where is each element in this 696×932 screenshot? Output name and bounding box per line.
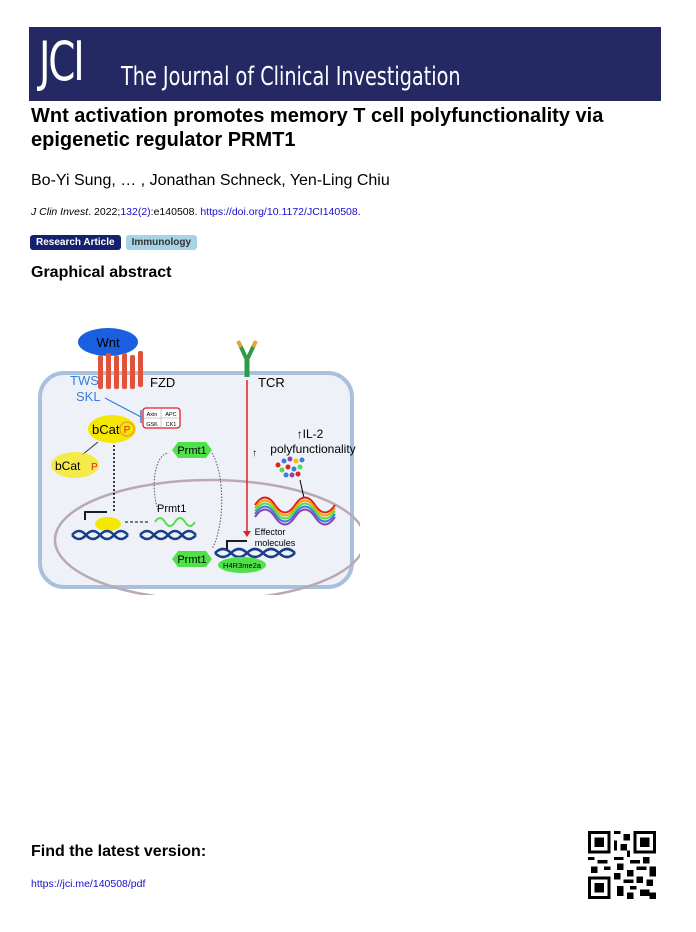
citation-eid: :e140508. bbox=[150, 206, 201, 218]
journal-banner: JCI The Journal of Clinical Investigatio… bbox=[29, 27, 661, 101]
rainbow-dna bbox=[254, 496, 336, 526]
svg-text:Axin: Axin bbox=[147, 412, 158, 418]
jci-logo: JCI bbox=[39, 30, 85, 93]
dna-left bbox=[71, 529, 129, 541]
effector-label: Effector bbox=[255, 527, 286, 537]
wnt-ligand bbox=[78, 328, 138, 356]
dna-prmt1-gene bbox=[139, 529, 197, 541]
prmt1-mrna bbox=[154, 517, 196, 527]
fzd-label: FZD bbox=[150, 375, 175, 390]
bcat-degraded bbox=[51, 452, 99, 478]
svg-text:APC: APC bbox=[165, 412, 176, 418]
graphical-abstract-heading: Graphical abstract bbox=[31, 264, 172, 281]
il2-label: ↑IL-2 bbox=[297, 427, 324, 441]
badge-immunology[interactable]: Immunology bbox=[125, 235, 198, 250]
citation: J Clin Invest. 2022;132(2):e140508. http… bbox=[31, 206, 361, 218]
nucleus bbox=[53, 478, 360, 595]
wnt-label: Wnt bbox=[96, 335, 120, 350]
prmt1-protein-label: Prmt1 bbox=[177, 445, 206, 457]
tcr-receptor bbox=[238, 344, 256, 365]
prmt1-nuclear bbox=[172, 551, 212, 567]
citation-year: . 2022; bbox=[88, 206, 121, 218]
badge-research-article[interactable]: Research Article bbox=[30, 235, 121, 250]
degradation-arrow bbox=[81, 441, 99, 456]
prmt1-protein bbox=[172, 442, 212, 458]
qr-code bbox=[588, 831, 656, 899]
article-title: Wnt activation promotes memory T cell po… bbox=[31, 105, 604, 151]
h4r3me2a-label: H4R3me2a bbox=[223, 561, 262, 570]
h4r3me2a-mark bbox=[218, 557, 266, 573]
citation-end: . bbox=[357, 206, 361, 218]
graphical-abstract-diagram: Wnt FZD TWS SKL Axin APC GSK CK1 bCat P … bbox=[38, 328, 360, 595]
svg-text:CK1: CK1 bbox=[166, 422, 177, 428]
issue-link[interactable]: 132(2) bbox=[120, 206, 151, 218]
svg-text:GSK: GSK bbox=[146, 422, 158, 428]
inhibition-line bbox=[104, 397, 142, 418]
phospho-degraded-label: P bbox=[91, 462, 98, 473]
cytokine-dots bbox=[275, 456, 305, 478]
doi-link[interactable]: https://doi.org/10.1172/JCI140508 bbox=[200, 206, 358, 218]
prmt1-gene-label: Prmt1 bbox=[157, 503, 186, 515]
dna-effector bbox=[214, 547, 296, 559]
article-authors: Bo-Yi Sung, … , Jonathan Schneck, Yen-Li… bbox=[31, 172, 390, 189]
tws-label: TWS bbox=[70, 373, 99, 388]
skl-label: SKL bbox=[76, 389, 101, 404]
polyfunctionality-label: polyfunctionality bbox=[270, 442, 355, 456]
destruction-complex: Axin APC GSK CK1 bbox=[142, 407, 181, 429]
molecules-label: molecules bbox=[255, 538, 296, 548]
signal-up-arrow: ↑ bbox=[252, 448, 257, 459]
fzd-receptor bbox=[98, 351, 143, 389]
phospho-label: P bbox=[124, 425, 131, 436]
find-latest-heading: Find the latest version: bbox=[31, 843, 207, 860]
prmt1-nuclear-label: Prmt1 bbox=[177, 554, 206, 566]
tcr-label: TCR bbox=[258, 375, 285, 390]
citation-journal: J Clin Invest bbox=[31, 206, 89, 218]
journal-name: The Journal of Clinical Investigation bbox=[121, 62, 461, 92]
article-badges: Research Article Immunology bbox=[30, 235, 198, 250]
latest-version-link[interactable]: https://jci.me/140508/pdf bbox=[31, 878, 146, 890]
bcat-label: bCat bbox=[92, 422, 120, 437]
bcat-degraded-label: bCat bbox=[55, 459, 81, 473]
